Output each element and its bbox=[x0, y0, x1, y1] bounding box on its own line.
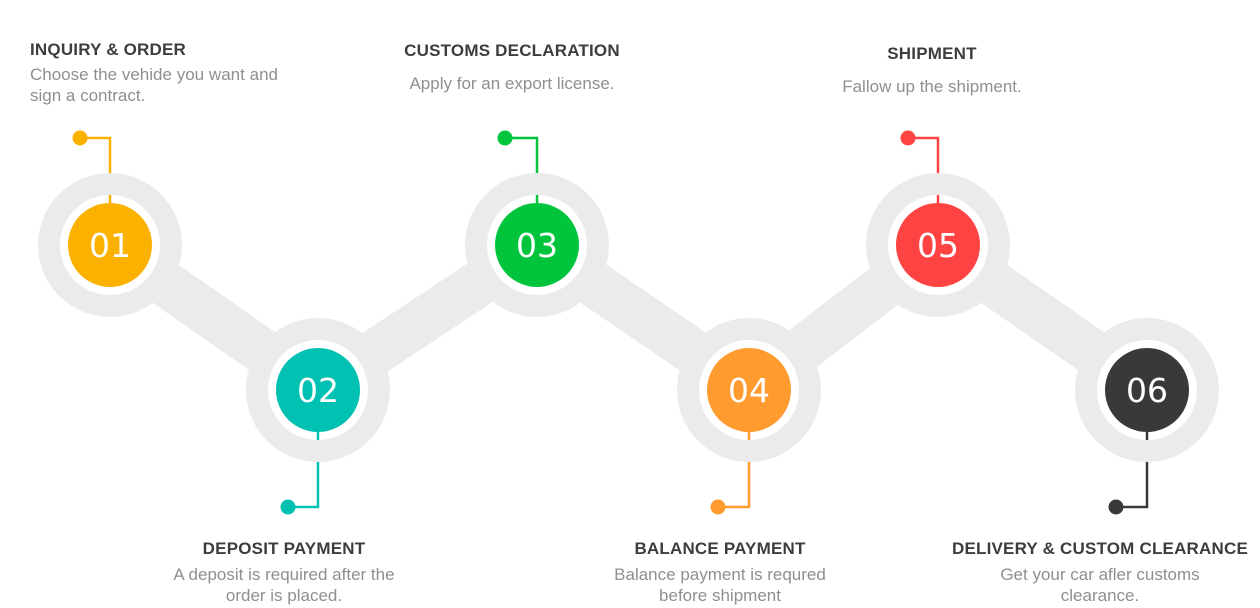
step-number: 06 bbox=[1126, 371, 1168, 410]
step-description: Fallow up the shipment. bbox=[842, 77, 1022, 96]
step-number: 02 bbox=[297, 371, 339, 410]
step-title: INQUIRY & ORDER bbox=[30, 40, 187, 59]
ring-overlay bbox=[935, 173, 941, 195]
step-04-label: BALANCE PAYMENT Balance payment is requr… bbox=[600, 539, 840, 606]
step-02-label: DEPOSIT PAYMENT A deposit is required af… bbox=[158, 539, 410, 606]
step-number: 03 bbox=[516, 226, 558, 265]
step-description: Choose the vehide you want and sign a co… bbox=[30, 65, 278, 105]
leader-dot-icon bbox=[1108, 499, 1124, 515]
number-circle bbox=[276, 348, 360, 432]
number-circle bbox=[68, 203, 152, 287]
step-06-label: DELIVERY & CUSTOM CLEARANCE Get your car… bbox=[950, 539, 1250, 606]
ring-overlay bbox=[107, 173, 113, 195]
step-title: DELIVERY & CUSTOM CLEARANCE bbox=[951, 539, 1248, 558]
number-circle bbox=[495, 203, 579, 287]
step-01-label: INQUIRY & ORDER Choose the vehide you wa… bbox=[30, 40, 278, 106]
step-description: Balance payment is requred before shipme… bbox=[614, 565, 826, 605]
number-circle bbox=[896, 203, 980, 287]
step-description: Get your car afler customs clearance. bbox=[1000, 565, 1200, 605]
step-node-04: 04 bbox=[677, 318, 821, 515]
step-nodes: 01 02 03 04 05 06 bbox=[38, 130, 1219, 515]
ring-overlay bbox=[315, 440, 321, 462]
step-title: BALANCE PAYMENT bbox=[634, 539, 806, 558]
ring-overlay bbox=[534, 173, 540, 195]
ring-overlay bbox=[1144, 440, 1150, 462]
step-title: SHIPMENT bbox=[887, 44, 977, 63]
leader-dot-icon bbox=[280, 499, 296, 515]
step-node-05: 05 bbox=[866, 130, 1010, 317]
step-node-03: 03 bbox=[465, 130, 609, 317]
step-node-06: 06 bbox=[1075, 318, 1219, 515]
step-number: 01 bbox=[89, 226, 131, 265]
step-05-label: SHIPMENT Fallow up the shipment. bbox=[812, 44, 1052, 97]
ring-overlay bbox=[746, 440, 752, 462]
step-node-02: 02 bbox=[246, 318, 390, 515]
number-circle bbox=[707, 348, 791, 432]
leader-dot-icon bbox=[710, 499, 726, 515]
step-number: 04 bbox=[728, 371, 770, 410]
step-title: DEPOSIT PAYMENT bbox=[202, 539, 366, 558]
leader-dot-icon bbox=[72, 130, 88, 146]
step-title: CUSTOMS DECLARATION bbox=[404, 41, 620, 60]
step-description: A deposit is required after the order is… bbox=[173, 565, 395, 605]
step-node-01: 01 bbox=[38, 130, 182, 317]
step-number: 05 bbox=[917, 226, 959, 265]
number-circle bbox=[1105, 348, 1189, 432]
step-03-label: CUSTOMS DECLARATION Apply for an export … bbox=[392, 41, 632, 94]
step-description: Apply for an export license. bbox=[409, 74, 615, 93]
leader-dot-icon bbox=[900, 130, 916, 146]
leader-dot-icon bbox=[497, 130, 513, 146]
